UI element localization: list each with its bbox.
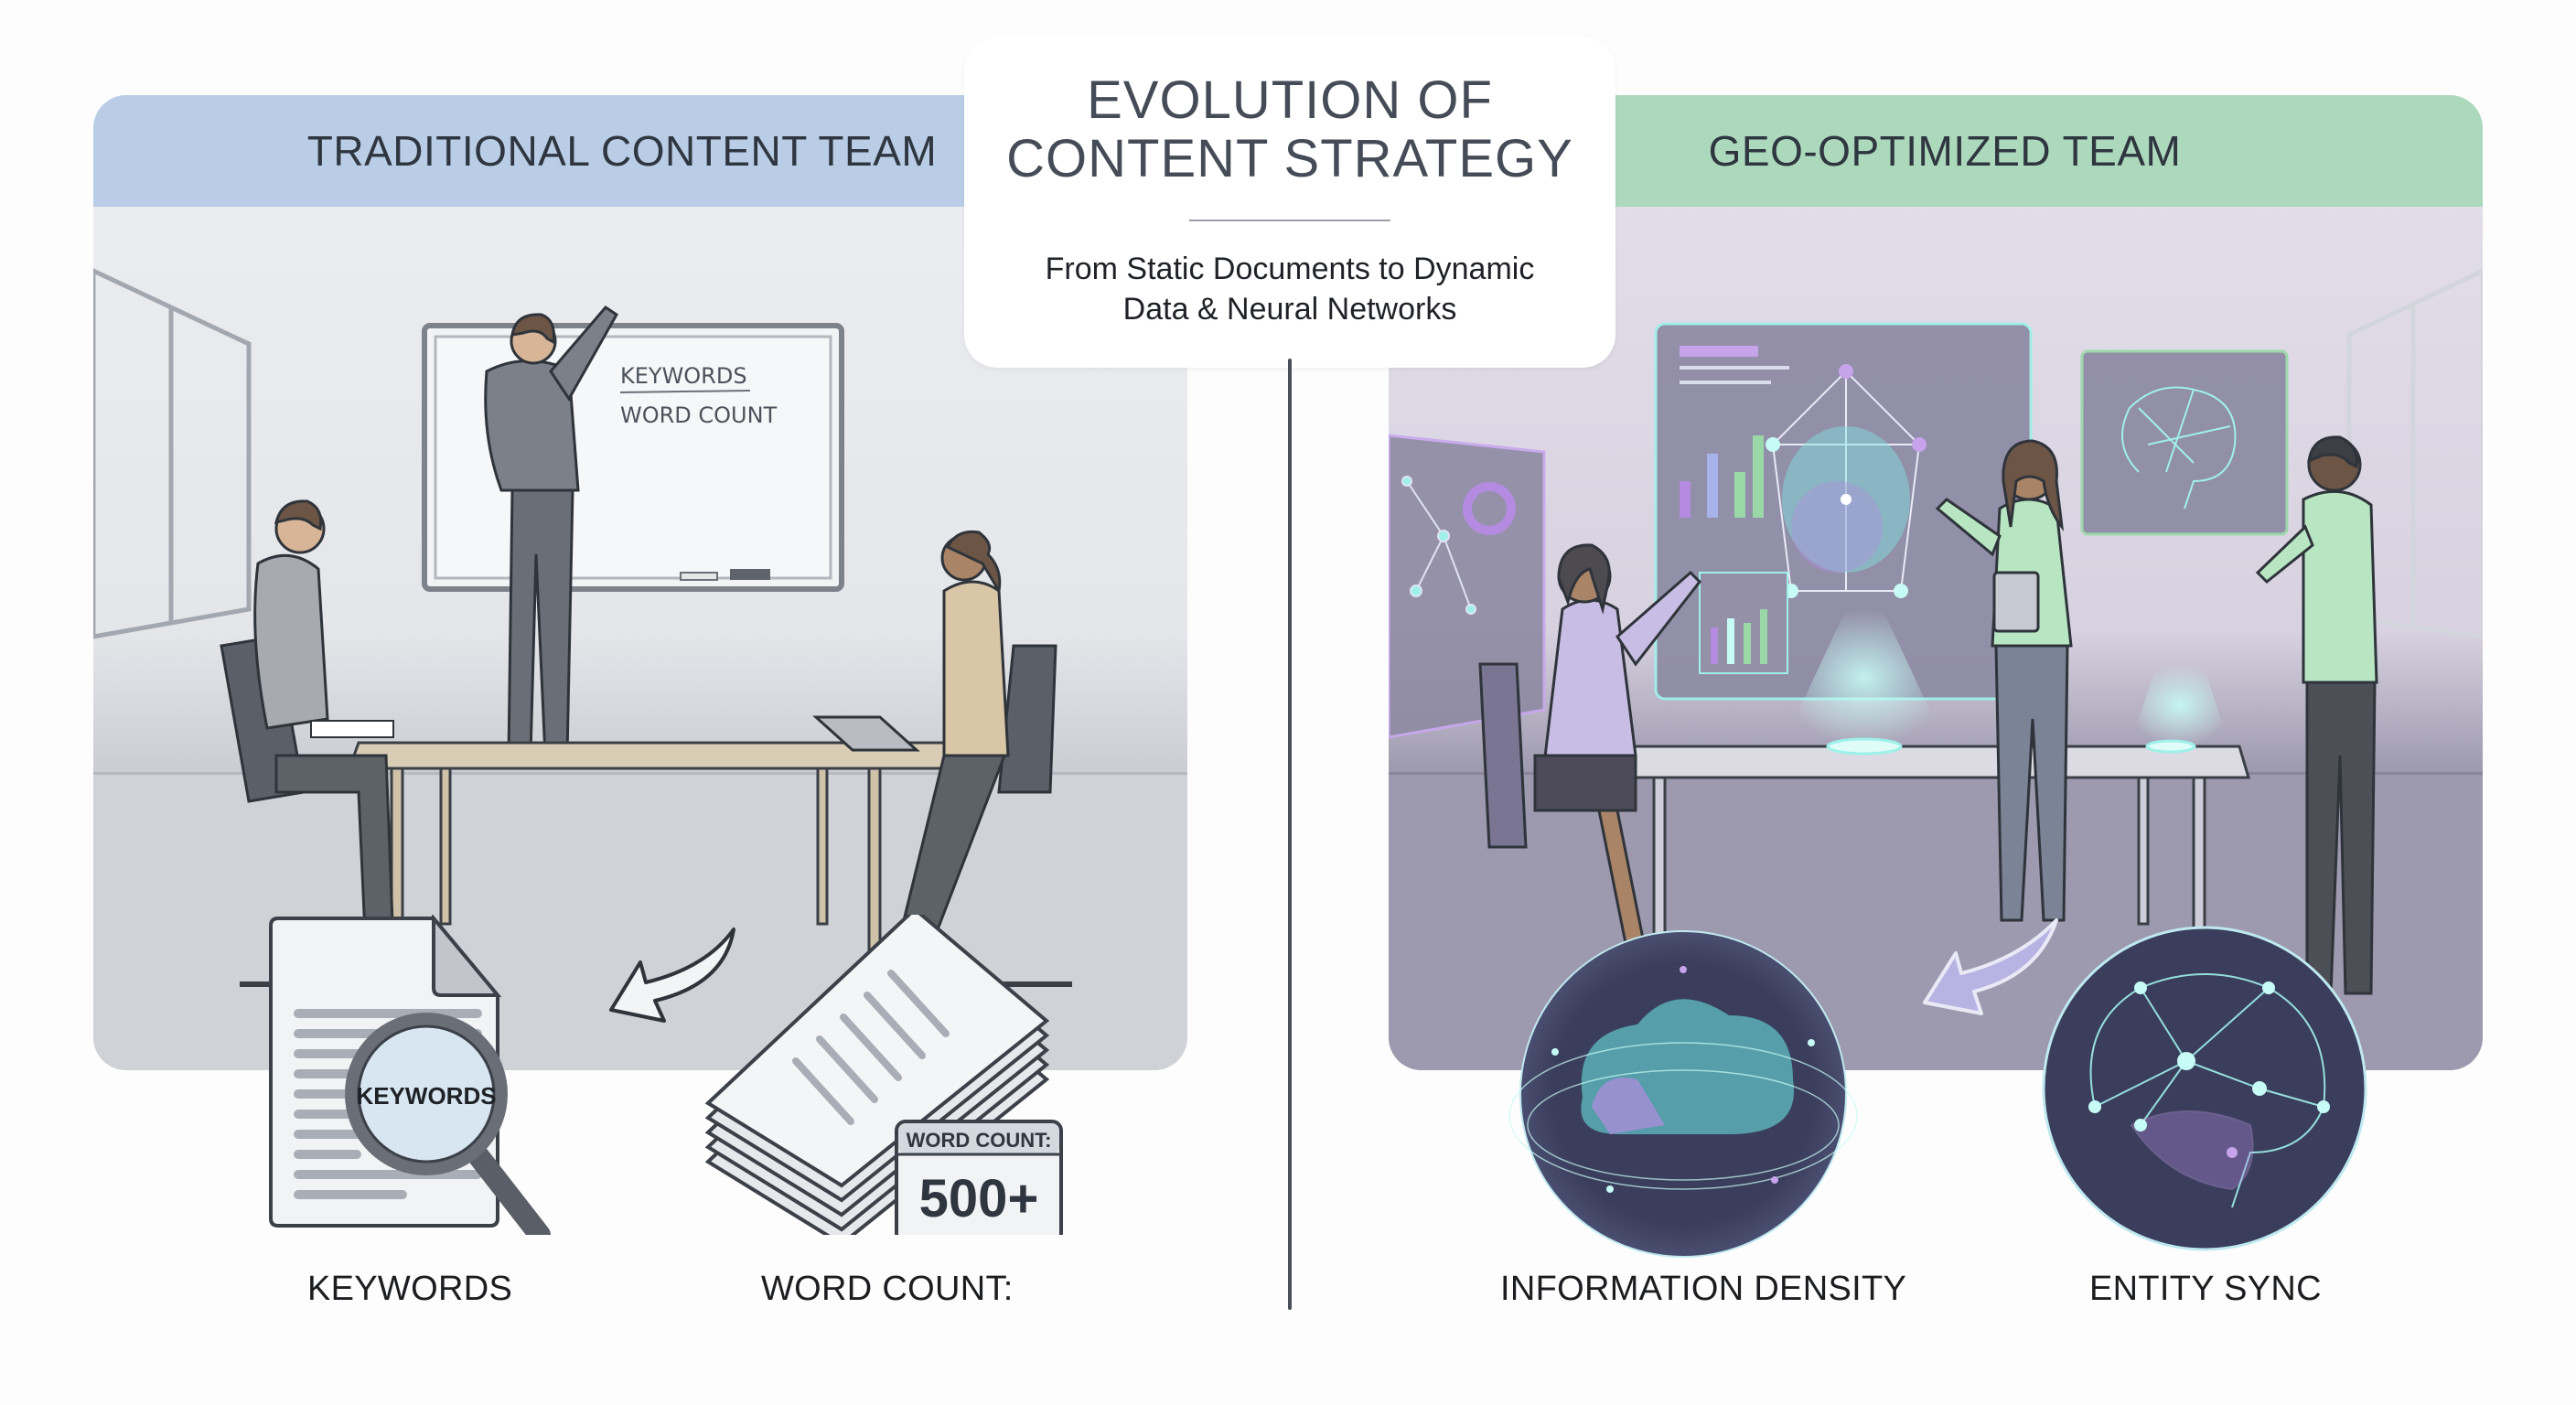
- label-entity-sync: ENTITY SYNC: [2089, 1270, 2322, 1308]
- hologram-screen-right: [2080, 349, 2289, 536]
- page-title: EVOLUTION OF CONTENT STRATEGY: [964, 71, 1615, 188]
- keyword-document-icon: KEYWORDS: [269, 915, 551, 1235]
- down-left-arrow-icon: [609, 928, 735, 1023]
- label-keywords: KEYWORDS: [307, 1270, 513, 1308]
- subtitle-line-1: From Static Documents to Dynamic: [1045, 252, 1535, 286]
- title-line-1: EVOLUTION OF: [1087, 70, 1493, 130]
- traditional-team-title: TRADITIONAL CONTENT TEAM: [306, 127, 938, 175]
- hologram-screen-center: [1654, 322, 2033, 701]
- neural-brain-icon: [2042, 926, 2367, 1251]
- paper-stack-icon: WORD COUNT: 500+: [704, 915, 1063, 1235]
- standing-man-figure: [2255, 435, 2378, 995]
- hologram-projector-icon: [1826, 737, 1903, 756]
- title-card: EVOLUTION OF CONTENT STRATEGY From Stati…: [964, 37, 1615, 368]
- lens-keywords-text: KEYWORDS: [356, 1082, 496, 1110]
- whiteboard-text-keywords: KEYWORDS: [620, 363, 747, 389]
- label-information-density: INFORMATION DENSITY: [1500, 1270, 1907, 1308]
- window-icon: [93, 268, 252, 639]
- down-left-arrow-icon: [1923, 918, 2058, 1015]
- label-word-count: WORD COUNT:: [761, 1270, 1014, 1308]
- subtitle-line-2: Data & Neural Networks: [1122, 292, 1457, 327]
- badge-value: 500+: [919, 1169, 1039, 1228]
- hologram-screen-left: [1389, 434, 1546, 739]
- center-divider: [1288, 359, 1292, 1310]
- presenter-woman-figure: [1935, 439, 2073, 922]
- title-divider: [1189, 220, 1390, 221]
- hologram-projector-beam: [1782, 609, 1947, 746]
- word-count-badge: WORD COUNT: 500+: [895, 1120, 1063, 1235]
- title-line-2: CONTENT STRATEGY: [1006, 129, 1573, 188]
- whiteboard-text-word-count: WORD COUNT: [620, 402, 778, 428]
- geo-office-scene-illustration: [1389, 268, 2483, 1070]
- presenter-figure: [484, 306, 618, 770]
- geo-team-title: GEO-OPTIMIZED TEAM: [1708, 127, 2182, 175]
- data-cloud-icon: [1508, 930, 1858, 1258]
- subtitle: From Static Documents to Dynamic Data & …: [964, 249, 1615, 329]
- badge-title: WORD COUNT:: [907, 1129, 1052, 1152]
